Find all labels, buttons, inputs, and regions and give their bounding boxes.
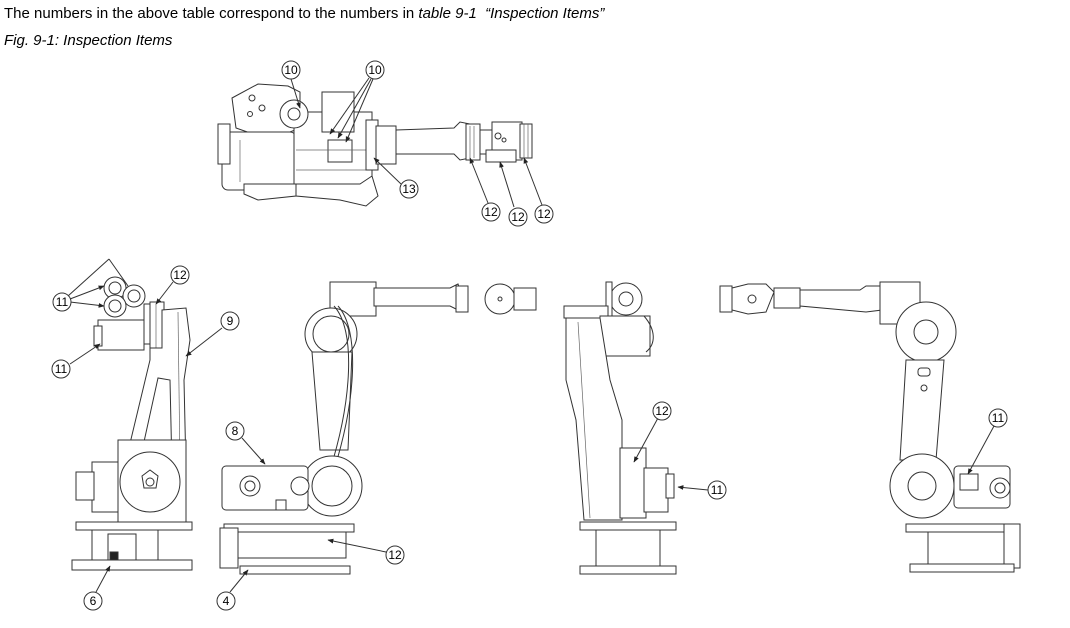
callout-9: 9 [185,311,240,357]
callout-label: 12 [537,207,551,221]
callout-12-top-a: 12 [469,157,501,222]
callout-11-rear-motors: 11 [52,258,129,312]
callout-6: 6 [83,565,111,611]
table-title: “Inspection Items” [485,5,605,22]
callout-label: 10 [368,63,382,77]
callout-label: 9 [227,314,234,328]
callout-label: 11 [711,483,724,497]
callout-12-top-c: 12 [523,157,554,224]
left-side-view-drawing [219,281,537,575]
table-reference[interactable]: table 9-1 [418,5,477,22]
callout-label: 11 [992,411,1005,425]
callout-label: 11 [55,362,68,376]
callout-4: 4 [216,569,249,611]
callout-11-rear-motor: 11 [51,343,101,379]
callout-13: 13 [373,157,419,199]
callout-11-front: 11 [677,480,727,500]
callout-8: 8 [225,421,266,465]
callout-12-rear: 12 [155,265,190,305]
callout-label: 12 [655,404,669,418]
callout-label: 6 [90,594,97,608]
intro-sentence: The numbers in the above table correspon… [4,5,604,22]
callout-label: 12 [173,268,187,282]
callout-label: 11 [56,295,69,309]
callout-12-base: 12 [327,538,405,565]
callout-10-right: 10 [329,60,385,143]
figure-caption: Fig. 9-1: Inspection Items [4,32,173,49]
callout-10-left: 10 [281,60,301,109]
callout-11-right: 11 [967,408,1008,475]
callout-12-front: 12 [633,401,672,463]
rear-view-drawing [71,276,193,571]
callout-label: 8 [232,424,239,438]
callout-label: 13 [402,182,416,196]
callout-label: 4 [223,594,230,608]
top-view-drawing [217,83,533,207]
callout-label: 12 [388,548,402,562]
callout-label: 12 [484,205,498,219]
callout-12-top-b: 12 [499,161,528,227]
right-side-view-drawing [719,281,1021,573]
callout-label: 12 [511,210,525,224]
intro-text: The numbers in the above table correspon… [4,5,419,22]
callout-label: 10 [284,63,298,77]
front-view-drawing [563,281,677,575]
